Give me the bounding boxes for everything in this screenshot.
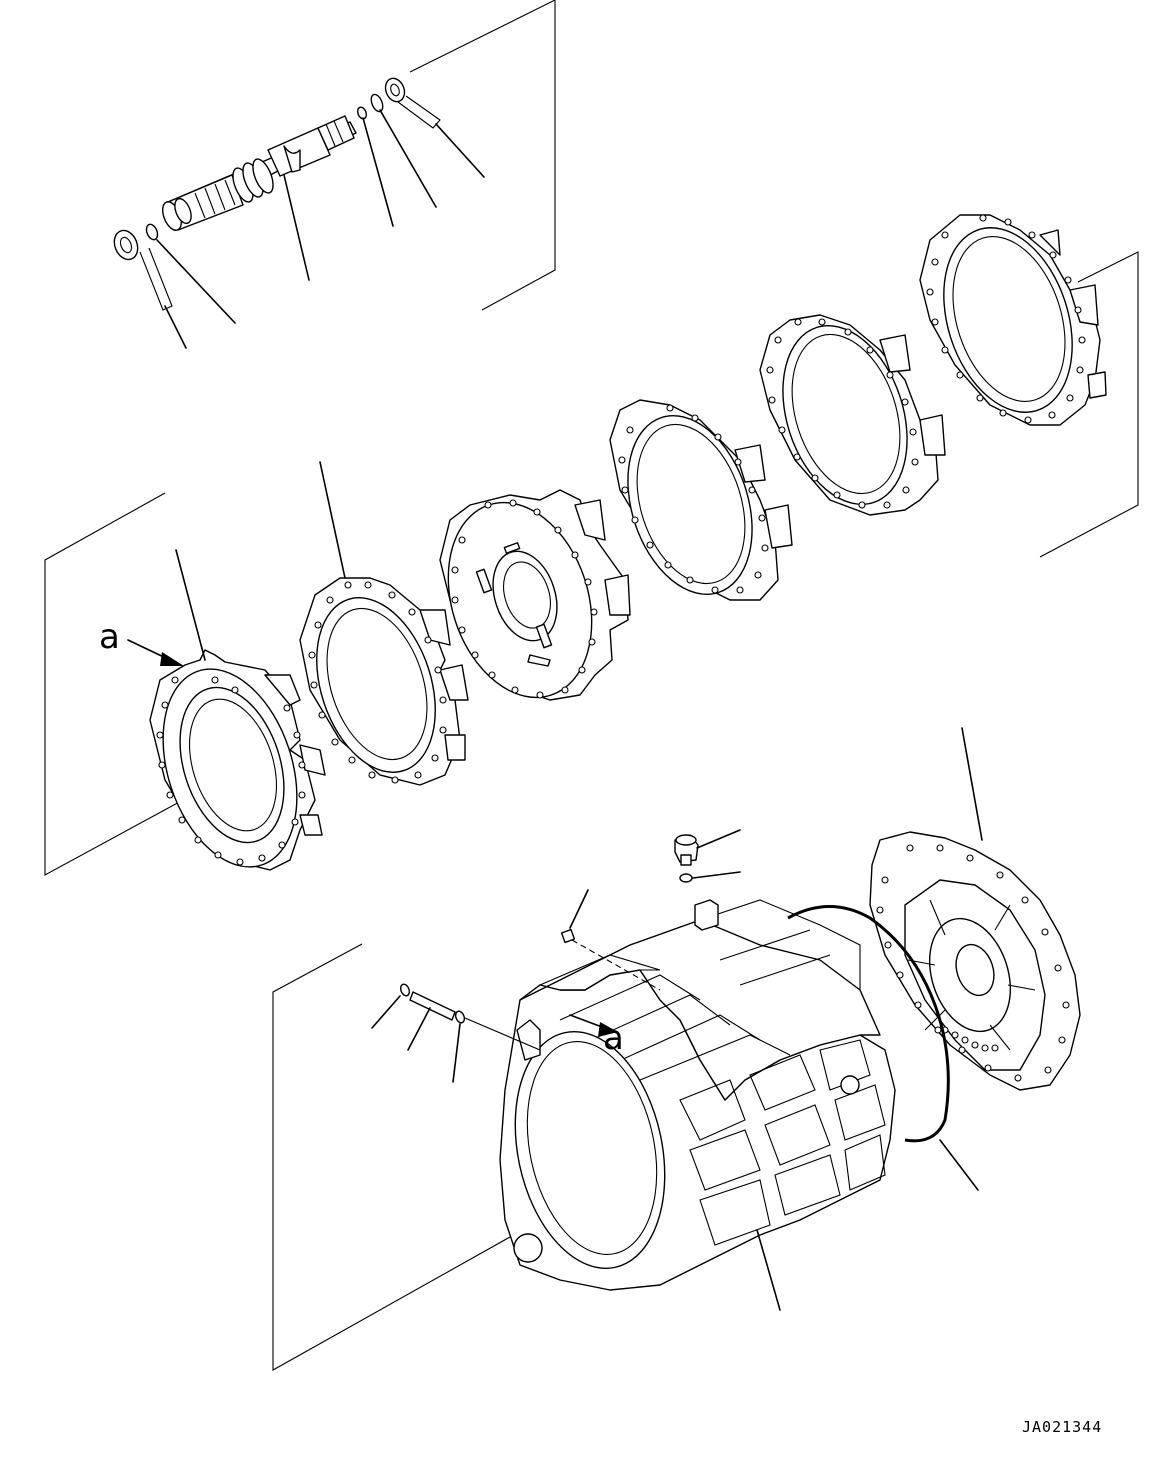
disk-1 — [149, 549, 326, 871]
disk-2 — [299, 461, 469, 786]
group-frame-bottom — [272, 943, 511, 1371]
drawing-code: JA021344 — [1022, 1418, 1102, 1436]
rear-cover — [869, 727, 1081, 1091]
disk-4 — [609, 399, 793, 601]
plug-bolt — [674, 829, 741, 883]
group-frame-middle — [44, 251, 1139, 876]
transmission-case — [499, 899, 896, 1311]
view-label-a-top: a — [99, 617, 120, 657]
group-frame-top — [409, 0, 556, 311]
pin-with-rings — [371, 983, 541, 1083]
small-plug — [560, 889, 661, 991]
disk-5 — [759, 314, 946, 516]
disk-6 — [919, 214, 1107, 426]
view-label-a-case: a — [603, 1018, 624, 1058]
view-arrow-a — [127, 639, 184, 666]
large-o-ring — [787, 905, 979, 1191]
disk-3 — [439, 489, 631, 701]
shaft-assembly — [113, 77, 485, 349]
